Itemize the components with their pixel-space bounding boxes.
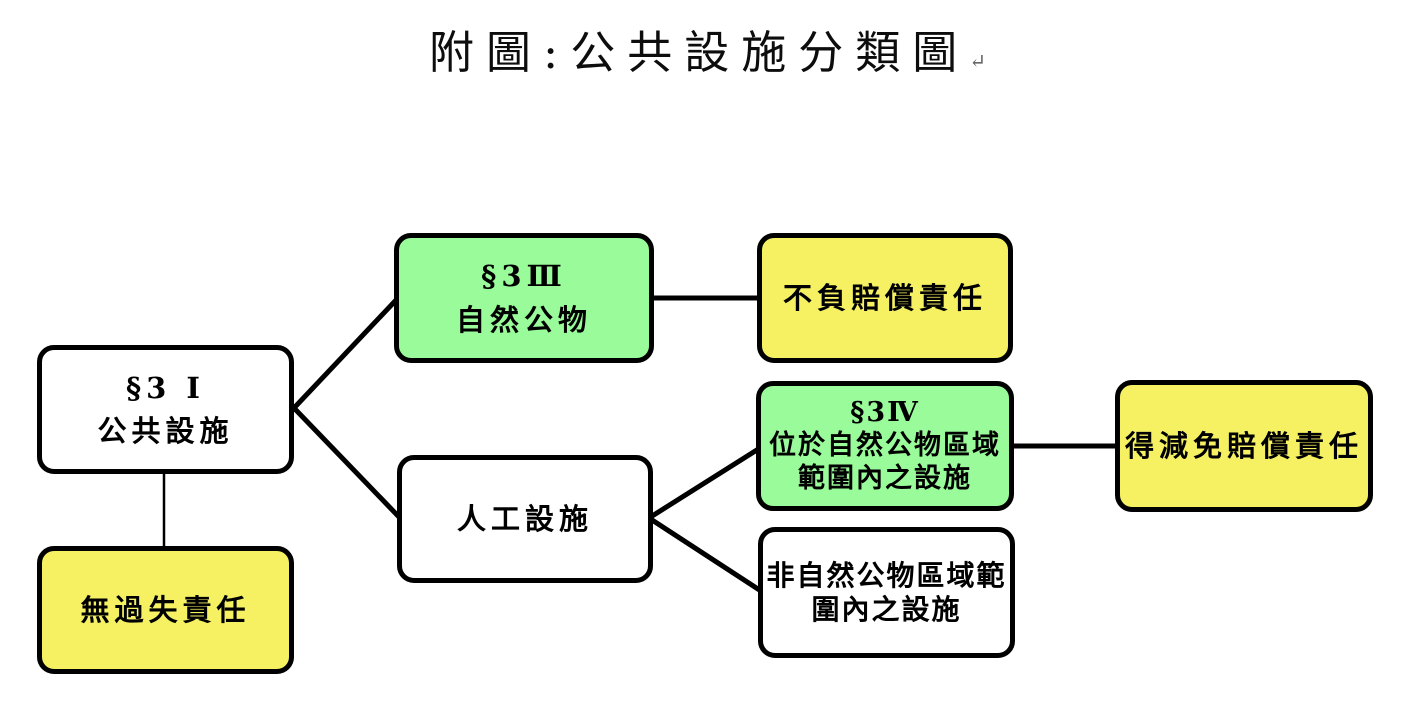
connector-root-to-natural: [291, 295, 401, 411]
node-public-facilities: §3 I 公共設施: [37, 345, 294, 474]
node-text-line: 圍內之設施: [811, 593, 962, 626]
node-text-line: §3Ⅲ: [481, 259, 567, 294]
node-no-compensation-liability: 不負賠償責任: [757, 233, 1013, 363]
node-facility-within-natural-area: §3Ⅳ 位於自然公物區域 範圍內之設施: [756, 381, 1014, 511]
paragraph-mark: ↵: [969, 49, 986, 73]
node-text-line: 不負賠償責任: [782, 280, 987, 315]
node-text-line: §3 I: [125, 370, 205, 405]
diagram-title-text: 附圖:公共設施分類圖: [429, 26, 970, 79]
connector-root-to-artificial: [291, 405, 403, 521]
connector-artificial-to-within-area: [646, 445, 763, 521]
node-text-line: 位於自然公物區域: [769, 429, 1001, 461]
node-text-line: 非自然公物區域範: [766, 558, 1007, 592]
node-no-fault-liability: 無過失責任: [37, 546, 294, 674]
node-text-line: 自然公物: [455, 302, 592, 337]
node-text-line: 人工設施: [456, 501, 593, 536]
node-reduced-compensation-liability: 得減免賠償責任: [1115, 380, 1373, 512]
node-text-line: 得減免賠償責任: [1124, 428, 1363, 463]
connector-artificial-to-outside-area: [646, 515, 764, 594]
node-facility-outside-natural-area: 非自然公物區域範 圍內之設施: [758, 527, 1015, 658]
node-text-line: §3Ⅳ: [850, 396, 920, 428]
node-text-line: 公共設施: [97, 414, 234, 448]
diagram-title: 附圖:公共設施分類圖↵: [0, 16, 1415, 81]
node-text-line: 無過失責任: [80, 592, 251, 627]
node-artificial-facilities: 人工設施: [397, 455, 653, 583]
node-text-line: 範圍內之設施: [798, 463, 972, 495]
node-natural-public-property: §3Ⅲ 自然公物: [394, 233, 654, 363]
